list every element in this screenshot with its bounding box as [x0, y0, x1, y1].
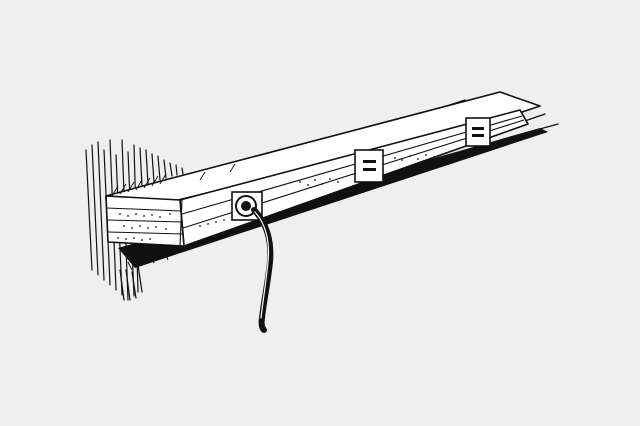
cord-icon: [251, 207, 274, 333]
end-stipple: [117, 213, 171, 241]
outlet-icon: [354, 149, 384, 183]
outlet-2: [354, 149, 384, 183]
cord-highlight: [254, 211, 270, 319]
outlet-3: [465, 117, 491, 147]
outlet-icon: [465, 117, 491, 147]
front-stipple: [199, 154, 435, 227]
top-hatching: [111, 163, 236, 197]
strip-shadow: [118, 128, 548, 268]
end-grain: [106, 207, 184, 235]
shadow-hatching: [127, 251, 169, 271]
